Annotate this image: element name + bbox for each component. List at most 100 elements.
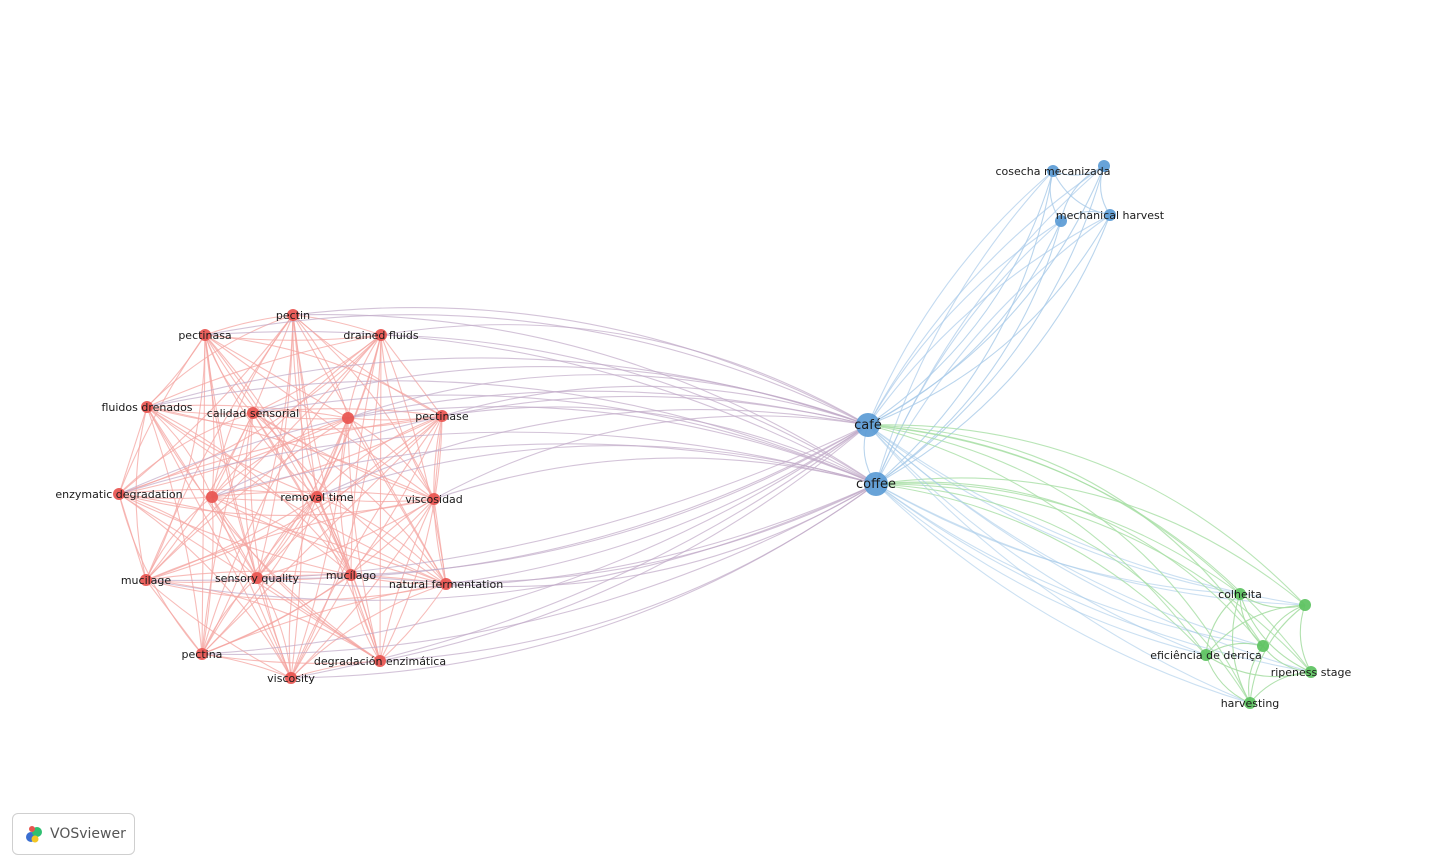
node-sensory-quality[interactable] [251, 572, 263, 584]
node-viscosidad[interactable] [428, 493, 440, 505]
vosviewer-badge[interactable]: VOSviewer [12, 813, 135, 855]
edge-red [201, 583, 447, 655]
node-pectinase[interactable] [436, 410, 448, 422]
vosviewer-logo-icon [26, 826, 42, 843]
node-natural-fermentation[interactable] [440, 578, 452, 590]
node-coffee[interactable] [864, 472, 888, 496]
edge-blue [867, 214, 1111, 426]
edge-red [145, 579, 203, 655]
node-red-unlabeled-2[interactable] [206, 491, 218, 503]
edge-red [146, 406, 443, 431]
edge-red [252, 412, 318, 498]
edge-red [204, 334, 435, 500]
node-green-unlabeled-1[interactable] [1299, 599, 1311, 611]
label-viscosidad: viscosidad [405, 493, 463, 506]
edge-red [118, 493, 258, 579]
label-pectinase: pectinase [415, 410, 469, 423]
label-fluidos-drenados: fluidos drenados [101, 401, 192, 414]
label-viscosity: viscosity [267, 672, 315, 685]
edge-red [145, 334, 382, 581]
edge-red [350, 498, 435, 576]
node-enzymatic-degradation[interactable] [113, 488, 125, 500]
edge-red [201, 334, 382, 655]
node-harvesting[interactable] [1244, 697, 1256, 709]
edge-green [875, 481, 1264, 647]
edge-red [204, 334, 352, 576]
edge-red [292, 314, 435, 500]
label-drained-fluids: drained fluids [343, 329, 418, 342]
edge-red [201, 417, 349, 655]
node-blue-unlabeled-2[interactable] [1055, 215, 1067, 227]
edge-red-blue [433, 415, 869, 500]
label-enzymatic-degradation: enzymatic degradation [55, 488, 182, 501]
node-cafe[interactable] [856, 413, 880, 437]
edge-green [1231, 593, 1251, 704]
edge-red [204, 334, 443, 417]
label-mechanical-harvest: mechanical harvest [1056, 209, 1165, 222]
edge-red [290, 417, 349, 679]
edge-red-blue [316, 409, 869, 498]
edge-red [146, 406, 435, 500]
edge-red [256, 577, 292, 679]
label-calidad-sensorial: calidad sensorial [207, 407, 299, 420]
edge-red [211, 496, 381, 662]
edge-red-blue [292, 307, 869, 426]
edge-red-blue [433, 457, 877, 500]
edge-red [211, 496, 352, 576]
node-viscosity[interactable] [285, 672, 297, 684]
edge-red [347, 417, 381, 662]
edge-blue-green [867, 424, 1312, 673]
edge-blue-green [867, 424, 1207, 656]
edge-red [211, 334, 382, 498]
node-mechanical-harvest[interactable] [1104, 209, 1116, 221]
node-colheita[interactable] [1234, 588, 1246, 600]
edge-red [211, 496, 258, 579]
edge-red-blue [380, 324, 869, 426]
edge-red [433, 498, 447, 585]
node-red-unlabeled-1[interactable] [342, 412, 354, 424]
edge-blue [875, 214, 1111, 485]
edge-green [1205, 654, 1312, 678]
edge-red [204, 314, 294, 336]
edge-red [146, 406, 203, 655]
node-pectin[interactable] [287, 309, 299, 321]
edge-red [256, 496, 318, 579]
node-calidad-sensorial[interactable] [247, 407, 259, 419]
edge-red [145, 496, 318, 581]
node-eficiencia-de-derrica[interactable] [1200, 649, 1212, 661]
edge-green [875, 483, 1207, 656]
edge-blue [875, 165, 1105, 485]
node-fluidos-drenados[interactable] [141, 401, 153, 413]
edge-red [316, 496, 352, 576]
edge-red [146, 406, 318, 498]
edge-red [118, 493, 352, 576]
edge-red [339, 417, 352, 576]
node-ripeness-stage[interactable] [1305, 666, 1317, 678]
edge-green [875, 477, 1306, 606]
edge-red [145, 579, 381, 662]
node-pectinasa[interactable] [199, 329, 211, 341]
node-mucilago[interactable] [345, 569, 357, 581]
edge-red [201, 653, 381, 664]
node-drained-fluids[interactable] [375, 329, 387, 341]
edge-blue-green [867, 424, 1251, 704]
edge-red [379, 334, 382, 662]
node-blue-unlabeled-1[interactable] [1098, 160, 1110, 172]
edge-green [1239, 593, 1312, 673]
edge-red [211, 496, 292, 679]
edge-blue-green [875, 483, 1241, 595]
node-mucilage[interactable] [140, 574, 152, 586]
node-cosecha-mecanizada[interactable] [1047, 165, 1059, 177]
edge-red-blue [347, 374, 869, 426]
node-removal-time[interactable] [311, 491, 323, 503]
edge-red-blue [201, 424, 869, 655]
node-pectina[interactable] [196, 648, 208, 660]
edge-red-blue [146, 380, 877, 485]
edge-red [145, 570, 352, 581]
edge-red [146, 314, 294, 408]
node-degradacion-enzimatica[interactable] [374, 655, 386, 667]
edge-red [211, 496, 318, 501]
label-pectina: pectina [182, 648, 223, 661]
node-green-unlabeled-2[interactable] [1257, 640, 1269, 652]
